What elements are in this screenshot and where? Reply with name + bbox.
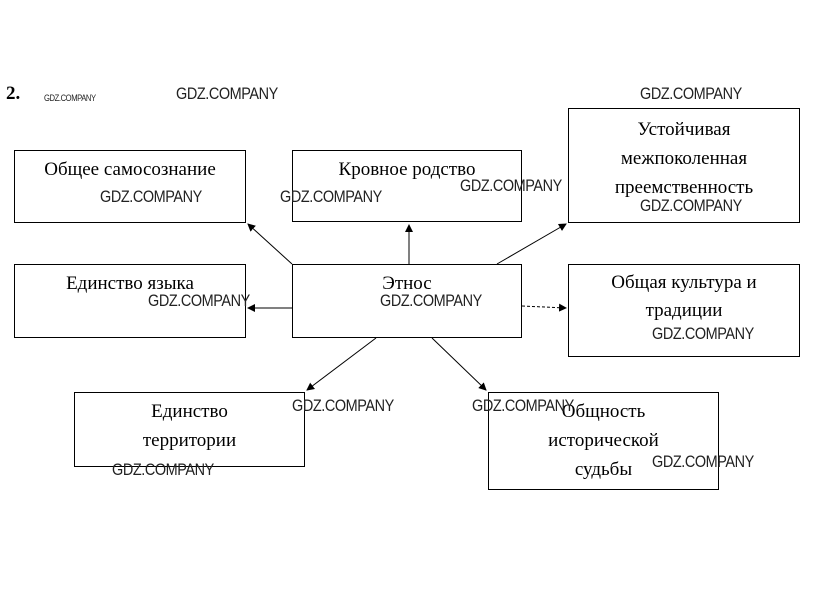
center-label: Этнос xyxy=(382,273,432,294)
box-continuity: Устойчивая межпоколенная преемственность xyxy=(568,108,800,223)
box-label-line: Общая культура и xyxy=(611,272,757,293)
arrow-to-self-awareness xyxy=(247,223,293,265)
watermark: GDZ.COMPANY xyxy=(280,187,382,206)
watermark: GDZ.COMPANY xyxy=(292,396,394,415)
arrow-to-fate xyxy=(431,337,487,391)
watermark: GDZ.COMPANY xyxy=(44,93,96,103)
watermark: GDZ.COMPANY xyxy=(652,324,754,343)
watermark: GDZ.COMPANY xyxy=(652,452,754,471)
watermark: GDZ.COMPANY xyxy=(100,187,202,206)
box-blood-kinship: Кровное родство xyxy=(292,150,522,222)
box-territory: Единство территории xyxy=(74,392,305,467)
box-fate: Общность исторической судьбы xyxy=(488,392,719,490)
arrow-to-continuity xyxy=(496,223,567,265)
box-label: Кровное родство xyxy=(338,159,476,180)
box-label: Общее самосознание xyxy=(44,159,216,180)
box-label-line: судьбы xyxy=(574,459,633,480)
watermark: GDZ.COMPANY xyxy=(176,84,278,103)
box-label-line: Общность xyxy=(561,401,646,422)
box-label-line: традиции xyxy=(645,300,723,321)
box-culture: Общая культура и традиции xyxy=(568,264,800,357)
box-ethnos: Этнос xyxy=(292,264,522,338)
box-label: Единство языка xyxy=(66,273,194,294)
box-label-line: Единство xyxy=(151,401,228,422)
watermark: GDZ.COMPANY xyxy=(460,176,562,195)
watermark: GDZ.COMPANY xyxy=(472,396,574,415)
box-label-line: межпоколенная xyxy=(620,148,748,169)
box-label-line: территории xyxy=(142,430,237,451)
box-language: Единство языка xyxy=(14,264,246,338)
watermark: GDZ.COMPANY xyxy=(380,291,482,310)
box-label-line: исторической xyxy=(548,430,659,451)
watermark: GDZ.COMPANY xyxy=(148,291,250,310)
box-label-line: преемственность xyxy=(614,177,754,198)
task-number: 2. xyxy=(6,83,21,104)
arrow-to-territory xyxy=(306,337,377,391)
box-label-line: Устойчивая xyxy=(637,119,731,140)
watermark: GDZ.COMPANY xyxy=(640,196,742,215)
watermark: GDZ.COMPANY xyxy=(640,84,742,103)
watermark: GDZ.COMPANY xyxy=(112,460,214,479)
arrow-to-culture xyxy=(521,303,567,312)
box-self-awareness: Общее самосознание xyxy=(14,150,246,223)
